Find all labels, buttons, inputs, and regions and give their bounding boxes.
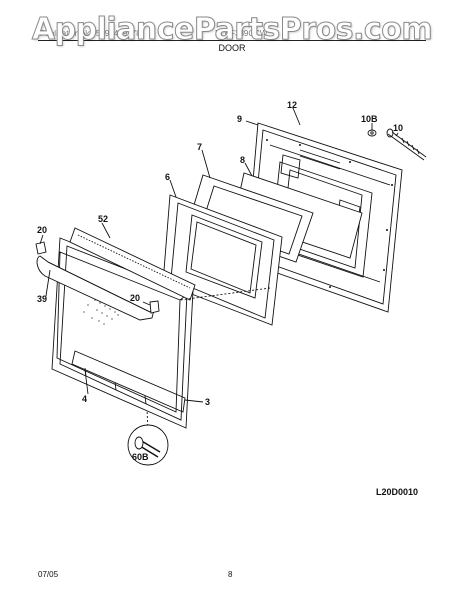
callout-10: 10 (393, 123, 404, 133)
section-title: DOOR (218, 43, 246, 53)
publication-number: Publication No. 5995419778 (40, 29, 141, 38)
bottom-screws (84, 367, 147, 405)
door-trim (69, 227, 196, 301)
callout-7: 7 (197, 142, 203, 152)
callout-6: 6 (165, 172, 171, 182)
callout-52: 52 (98, 214, 109, 224)
callout-12: 12 (287, 100, 298, 110)
callout-60B: 60B (132, 452, 149, 462)
callout-20-right: 20 (130, 293, 141, 303)
callout-8: 8 (240, 155, 246, 165)
diagram-code: L20D0010 (376, 487, 419, 497)
screw-detail-bubble (127, 424, 169, 466)
dotted-window-texture (83, 294, 126, 325)
footer-date: 07/05 (38, 570, 59, 579)
callout-3: 3 (205, 397, 211, 407)
handle-end-cap-right (149, 300, 160, 314)
callout-10B: 10B (361, 114, 378, 124)
callout-20-left: 20 (37, 225, 48, 235)
callout-9: 9 (237, 114, 243, 124)
callout-4: 4 (82, 394, 88, 404)
model-number: PLEF389CCW (215, 29, 268, 38)
handle-end-cap-left (35, 241, 47, 255)
watermark-logo: AppliancePartsPros.com (31, 12, 433, 48)
callout-39: 39 (37, 294, 48, 304)
hinge-screw-assembly (367, 128, 427, 161)
footer-page-number: 8 (228, 570, 233, 579)
header-rule (38, 40, 426, 41)
